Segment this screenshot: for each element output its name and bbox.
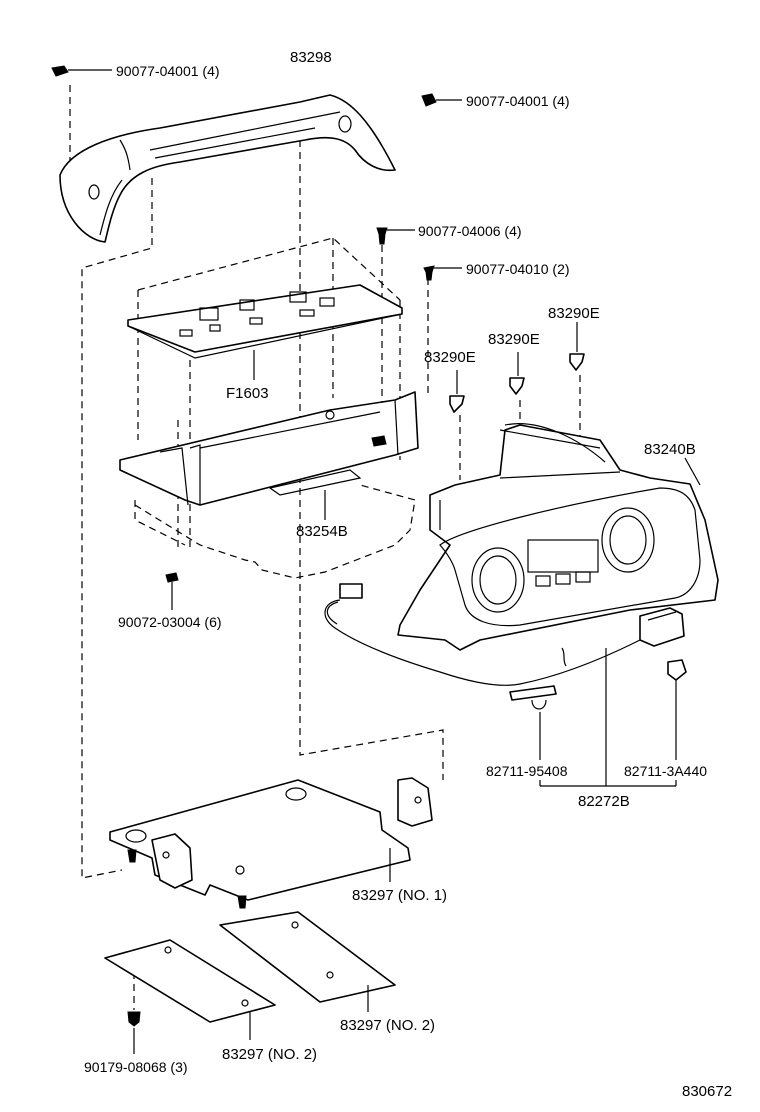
label-83290E-a: 83290E: [424, 349, 476, 366]
part-labels: 83298 90077-04001 (4) 90077-04001 (4) 90…: [84, 49, 732, 1100]
screw-90077-04001-left: [51, 65, 112, 77]
part-83290E-clip-a: [449, 370, 465, 413]
part-F1603-plate: [127, 284, 403, 380]
part-83297-no2-pad-left: [104, 939, 276, 1040]
label-90179-08068: 90179-08068 (3): [84, 1059, 188, 1075]
label-83298: 83298: [290, 49, 332, 66]
screw-90077-04001-right: [421, 93, 462, 107]
label-83290E-b: 83290E: [488, 331, 540, 348]
screw-90072-03004: [165, 572, 179, 610]
label-83297-no1: 83297 (NO. 1): [352, 887, 447, 904]
label-F1603: F1603: [226, 385, 269, 402]
part-83290E-clip-b: [509, 352, 525, 395]
label-82711-95408: 82711-95408: [486, 763, 568, 779]
label-90077-04001-right: 90077-04001 (4): [466, 93, 570, 109]
part-83298-cover: [59, 94, 396, 243]
clip-90179-08068: [127, 1011, 141, 1054]
screw-90077-04010: [423, 265, 462, 281]
label-90072-03004: 90072-03004 (6): [118, 614, 222, 630]
part-83254B-bracket: [119, 391, 419, 520]
label-82711-3A440: 82711-3A440: [624, 763, 707, 779]
label-82272B: 82272B: [578, 793, 630, 810]
figure-code: 830672: [682, 1083, 732, 1100]
part-83297-no1-tray: [109, 777, 433, 909]
label-90077-04001-left: 90077-04001 (4): [116, 63, 220, 79]
label-90077-04010: 90077-04010 (2): [466, 261, 570, 277]
label-83290E-c: 83290E: [548, 305, 600, 322]
part-83297-no2-pad-right: [219, 911, 396, 1012]
label-83240B: 83240B: [644, 441, 696, 458]
label-90077-04006: 90077-04006 (4): [418, 223, 522, 239]
part-83290E-clip-c: [569, 322, 585, 371]
label-83297-no2-left: 83297 (NO. 2): [222, 1046, 317, 1063]
label-83297-no2-right: 83297 (NO. 2): [340, 1017, 435, 1034]
label-83254B: 83254B: [296, 523, 348, 540]
part-83240B-cluster-housing: [397, 423, 719, 651]
part-82272B-wire-harness: [324, 583, 687, 787]
screw-90077-04006: [376, 227, 415, 245]
